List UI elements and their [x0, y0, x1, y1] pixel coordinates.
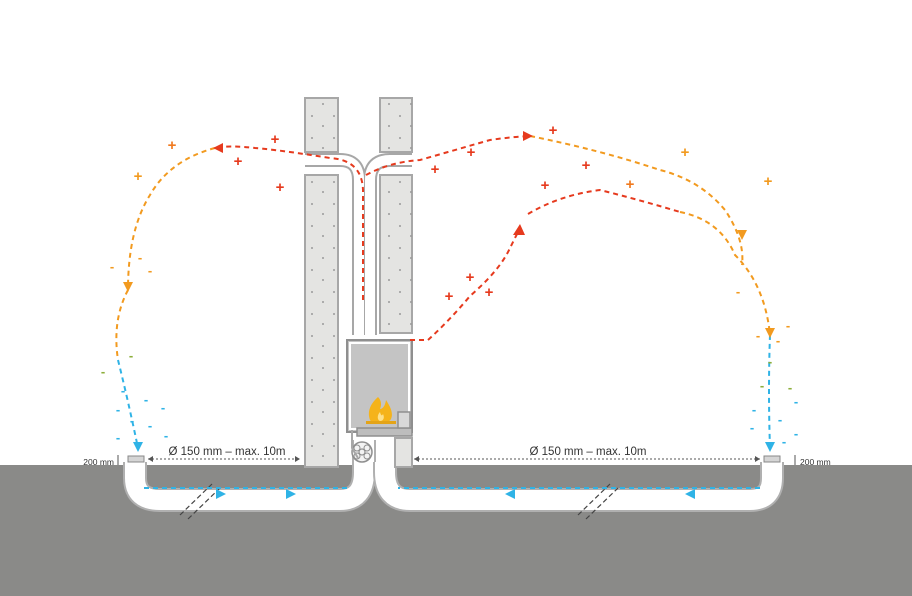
- height-right-label: 200 mm: [800, 457, 831, 467]
- svg-text:+: +: [134, 168, 143, 185]
- svg-text:-: -: [121, 383, 125, 398]
- svg-text:+: +: [445, 288, 454, 305]
- svg-text:-: -: [736, 284, 740, 299]
- dimension-lines: [117, 455, 796, 465]
- svg-text:+: +: [582, 157, 591, 174]
- svg-text:-: -: [750, 420, 754, 435]
- svg-text:-: -: [148, 263, 152, 278]
- wall-right: [379, 97, 413, 468]
- svg-text:+: +: [271, 131, 280, 148]
- plus-signs: + + + + + + + + + + + + + + + +: [134, 122, 773, 305]
- svg-text:-: -: [760, 378, 764, 393]
- svg-text:-: -: [129, 348, 133, 363]
- svg-text:+: +: [681, 144, 690, 161]
- fire-icon: [366, 397, 396, 424]
- svg-text:-: -: [756, 328, 760, 343]
- floor-vent-right: [763, 455, 781, 463]
- svg-text:-: -: [144, 392, 148, 407]
- svg-text:-: -: [782, 434, 786, 449]
- svg-text:-: -: [116, 430, 120, 445]
- duct-left-label: Ø 150 mm – max. 10m: [169, 446, 286, 458]
- svg-text:+: +: [466, 269, 475, 286]
- svg-text:-: -: [752, 402, 756, 417]
- svg-text:+: +: [276, 179, 285, 196]
- svg-text:+: +: [626, 176, 635, 193]
- svg-text:-: -: [776, 333, 780, 348]
- svg-text:+: +: [234, 153, 243, 170]
- duct-right-label: Ø 150 mm – max. 10m: [530, 446, 647, 458]
- svg-text:-: -: [161, 400, 165, 415]
- stove-inlet-duct: [351, 430, 359, 459]
- height-left-label: 200 mm: [83, 457, 114, 467]
- svg-text:-: -: [138, 250, 142, 265]
- svg-text:-: -: [794, 394, 798, 409]
- airflow-cold: [117, 334, 771, 489]
- svg-text:-: -: [101, 364, 105, 379]
- airflow-hot: [214, 135, 681, 341]
- svg-text:-: -: [110, 259, 114, 274]
- svg-text:+: +: [168, 137, 177, 154]
- svg-text:-: -: [164, 428, 168, 443]
- airflow-warm: [115, 135, 771, 361]
- floor-vent-left: [127, 455, 145, 463]
- svg-text:+: +: [485, 284, 494, 301]
- svg-text:-: -: [116, 402, 120, 417]
- svg-text:-: -: [786, 318, 790, 333]
- svg-text:+: +: [467, 144, 476, 161]
- svg-text:-: -: [130, 413, 134, 428]
- airflow-arrows: [123, 131, 775, 499]
- svg-text:-: -: [148, 418, 152, 433]
- svg-text:-: -: [788, 380, 792, 395]
- dimension-arrows: [148, 456, 760, 462]
- svg-text:+: +: [431, 161, 440, 178]
- svg-text:-: -: [794, 426, 798, 441]
- svg-text:+: +: [764, 173, 773, 190]
- svg-text:+: +: [541, 177, 550, 194]
- minus-signs: - - - - - - - - - - - - - - - - - - - - …: [101, 250, 798, 449]
- svg-text:-: -: [778, 412, 782, 427]
- svg-text:+: +: [549, 122, 558, 139]
- wall-left: [304, 97, 339, 468]
- svg-text:-: -: [768, 354, 772, 369]
